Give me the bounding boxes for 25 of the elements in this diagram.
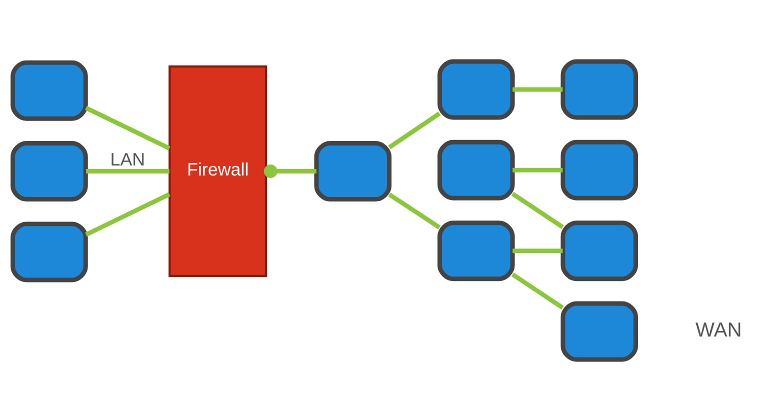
connector <box>512 86 563 92</box>
connector <box>264 164 316 178</box>
connector <box>388 111 441 149</box>
connector <box>512 167 563 172</box>
edge-label: LAN <box>110 148 146 169</box>
node-box <box>10 60 88 120</box>
node-box <box>437 220 515 281</box>
node-box <box>437 139 515 200</box>
node-box <box>10 221 88 282</box>
connector <box>85 192 170 236</box>
connector <box>85 105 170 150</box>
node-box <box>560 220 638 281</box>
node-box <box>560 300 638 362</box>
node-box <box>560 139 638 200</box>
node-box: Firewall <box>168 64 268 277</box>
node-box <box>437 58 515 120</box>
connector <box>86 168 170 174</box>
node-box <box>10 140 88 202</box>
connector <box>512 248 563 253</box>
label: WAN <box>696 318 742 341</box>
connector <box>511 191 564 228</box>
node-box <box>314 140 392 202</box>
connector <box>511 272 564 310</box>
connector <box>388 192 441 229</box>
node-box <box>560 58 638 120</box>
